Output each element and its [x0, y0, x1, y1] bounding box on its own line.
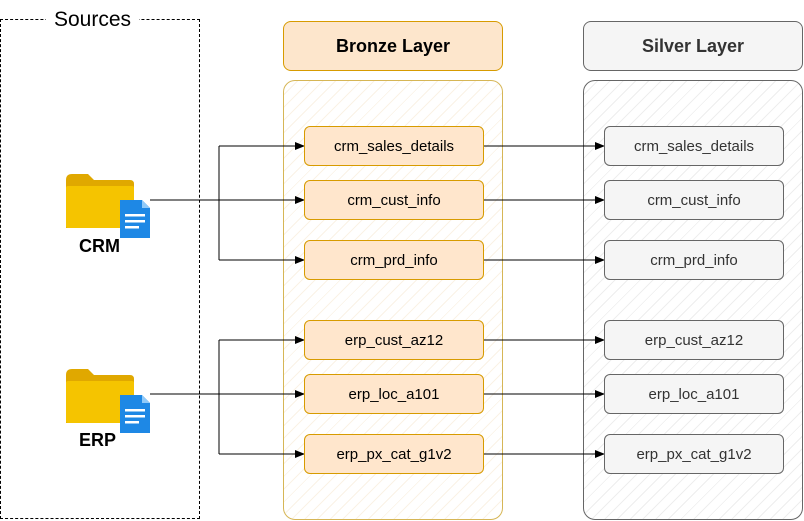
silver-table-erp-cust-az12: erp_cust_az12: [604, 320, 784, 360]
bronze-table-crm-sales-details: crm_sales_details: [304, 126, 484, 166]
silver-table-crm-cust-info: crm_cust_info: [604, 180, 784, 220]
bronze-table-erp-cust-az12: erp_cust_az12: [304, 320, 484, 360]
silver-table-erp-loc-a101: erp_loc_a101: [604, 374, 784, 414]
erp-folder-document-icon: [66, 369, 150, 433]
sources-title: Sources: [46, 6, 140, 34]
bronze-layer-header: Bronze Layer: [283, 21, 503, 71]
erp-source-label: ERP: [79, 430, 117, 450]
crm-source-label: CRM: [79, 236, 120, 256]
silver-table-crm-prd-info: crm_prd_info: [604, 240, 784, 280]
crm-folder-document-icon: [66, 174, 150, 238]
silver-table-crm-sales-details: crm_sales_details: [604, 126, 784, 166]
bronze-table-crm-cust-info: crm_cust_info: [304, 180, 484, 220]
bronze-table-crm-prd-info: crm_prd_info: [304, 240, 484, 280]
bronze-table-erp-loc-a101: erp_loc_a101: [304, 374, 484, 414]
silver-layer-header: Silver Layer: [583, 21, 803, 71]
bronze-table-erp-px-cat-g1v2: erp_px_cat_g1v2: [304, 434, 484, 474]
silver-table-erp-px-cat-g1v2: erp_px_cat_g1v2: [604, 434, 784, 474]
